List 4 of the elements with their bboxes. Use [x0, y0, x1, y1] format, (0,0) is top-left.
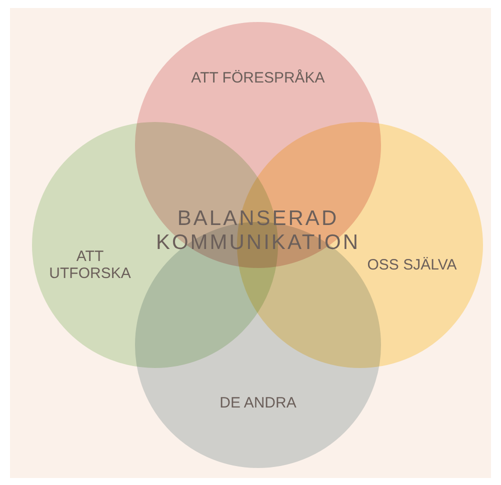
circle-label: OSS SJÄLVA: [367, 256, 457, 274]
circle-label: ATT UTFORSKA: [48, 248, 132, 282]
circle-label: ATT FÖRESPRÅKA: [190, 70, 326, 86]
circle-label: DE ANDRA: [218, 394, 298, 412]
